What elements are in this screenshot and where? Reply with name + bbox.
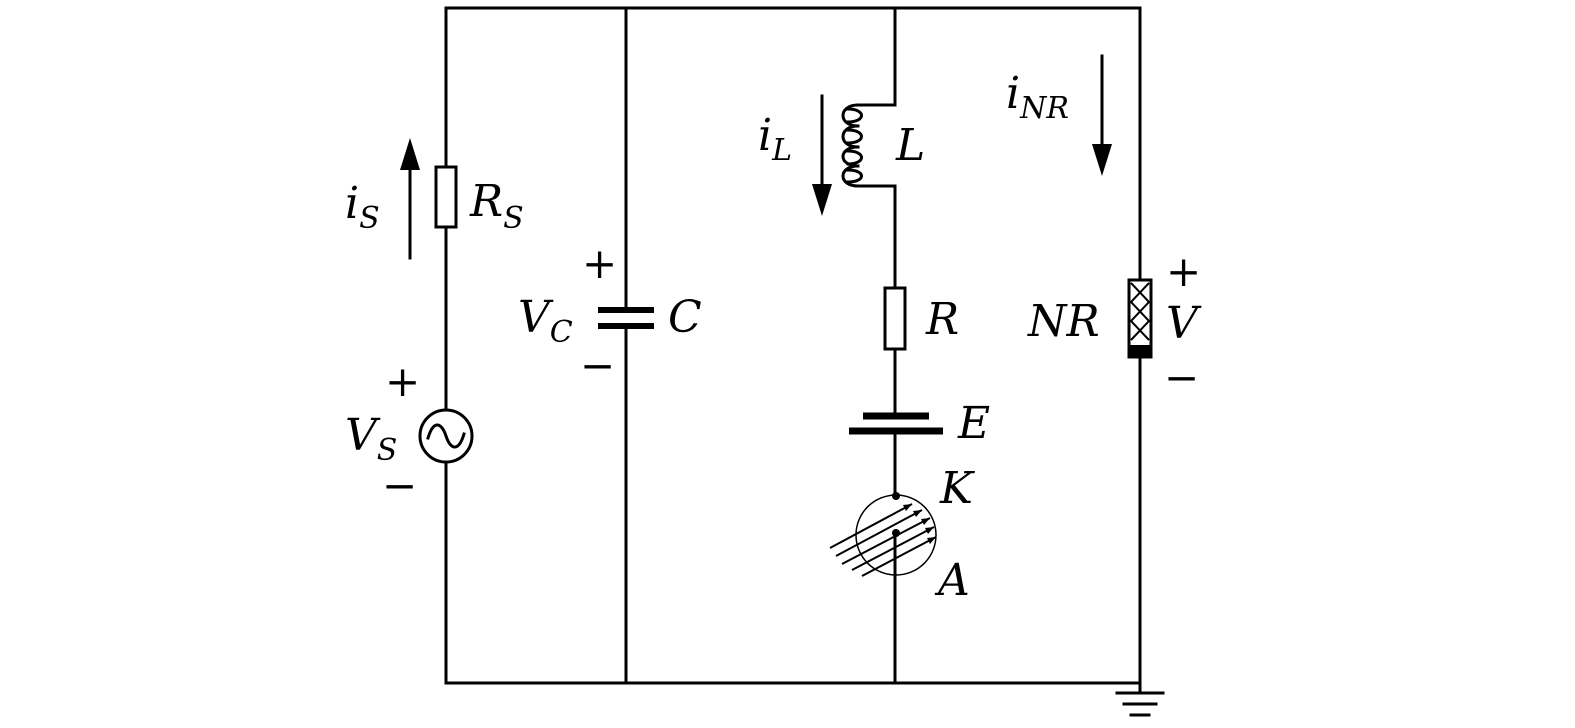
source-voltage-plus: + bbox=[385, 357, 420, 406]
inductor bbox=[841, 103, 897, 188]
capacitor-voltage-plus: + bbox=[582, 239, 617, 288]
inductor-current-arrow-head bbox=[812, 184, 832, 216]
nr-voltage-label: V bbox=[1166, 298, 1202, 349]
nonlinear-resistor bbox=[1127, 278, 1153, 359]
source-current-arrow-head bbox=[400, 138, 420, 170]
battery-label: E bbox=[957, 398, 990, 449]
capacitor-voltage-label: VC bbox=[518, 292, 573, 350]
resistor-label: R bbox=[925, 294, 959, 345]
ground-symbol bbox=[1115, 691, 1165, 717]
nr-voltage-plus: + bbox=[1166, 247, 1201, 296]
capacitor bbox=[598, 307, 654, 329]
sine-wave-icon bbox=[426, 423, 466, 449]
capacitor-label: C bbox=[668, 292, 702, 343]
incident-light-rays-icon bbox=[829, 503, 937, 577]
ac-voltage-source bbox=[418, 408, 474, 464]
nonlinear-resistor-label: NR bbox=[1027, 296, 1100, 347]
capacitor-voltage-minus: − bbox=[580, 341, 615, 390]
source-voltage-label: VS bbox=[345, 410, 397, 468]
source-current-label: iS bbox=[345, 178, 380, 236]
nr-current-label: iNR bbox=[1006, 68, 1069, 126]
resistor bbox=[883, 286, 907, 351]
source-resistor-label: RS bbox=[469, 176, 524, 236]
inductor-current-label: iL bbox=[758, 110, 792, 168]
battery bbox=[849, 412, 943, 435]
phototube-cathode-label: K bbox=[939, 463, 975, 514]
inductor-label: L bbox=[895, 120, 925, 171]
nr-voltage-minus: − bbox=[1164, 353, 1199, 402]
phototube-anode-label: A bbox=[934, 555, 970, 606]
nr-current-arrow-head bbox=[1092, 144, 1112, 176]
source-voltage-minus: − bbox=[382, 461, 417, 510]
phototube bbox=[829, 492, 937, 577]
source-resistor bbox=[434, 165, 458, 229]
